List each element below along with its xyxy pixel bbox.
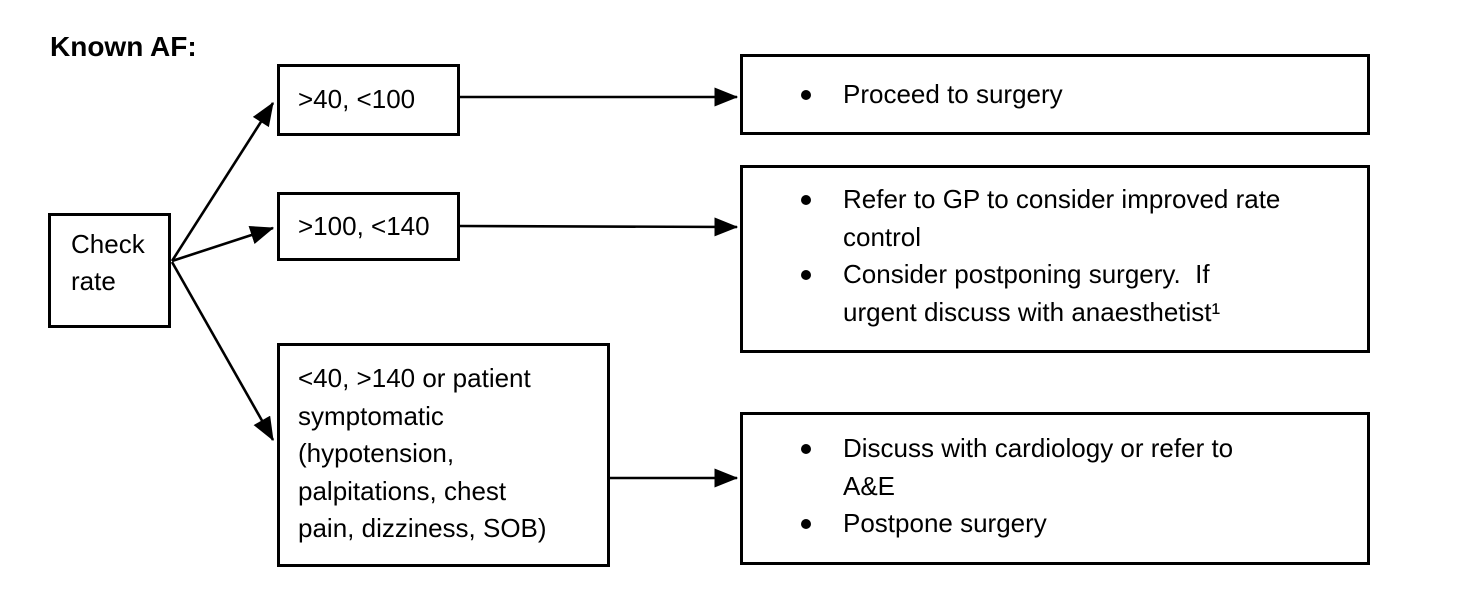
arrow-check-to-cond3-icon [170, 261, 275, 442]
list-item: Proceed to surgery [743, 76, 1367, 114]
arrow-check-to-cond2-icon [171, 225, 275, 263]
result-item-text: Consider postponing surgery. If urgent d… [843, 259, 1221, 327]
list-item: Postpone surgery [743, 505, 1367, 543]
condition-label: >100, <140 [298, 210, 430, 241]
bullet-icon [801, 519, 811, 529]
result-item-text: Refer to GP to consider improved rate co… [843, 184, 1281, 252]
bullet-icon [801, 195, 811, 205]
result-node-cardiology: Discuss with cardiology or refer to A&E … [740, 412, 1370, 565]
node-check-rate: Check rate [48, 213, 171, 328]
result-item-text: Discuss with cardiology or refer to A&E [843, 433, 1234, 501]
bullet-icon [801, 270, 811, 280]
list-item: Discuss with cardiology or refer to A&E [743, 430, 1367, 505]
arrow-check-to-cond1-icon [170, 101, 275, 262]
result-node-refer-gp: Refer to GP to consider improved rate co… [740, 165, 1370, 353]
bullet-icon [801, 444, 811, 454]
flowchart-title: Known AF: [50, 31, 197, 62]
condition-node-rate-100-140: >100, <140 [277, 192, 460, 261]
node-check-rate-label: Check rate [71, 228, 145, 297]
condition-node-rate-40-100: >40, <100 [277, 64, 460, 136]
result-item-text: Postpone surgery [843, 508, 1047, 538]
arrow-cond2-to-res2-icon [457, 217, 739, 237]
bullet-icon [801, 89, 811, 100]
condition-label: <40, >140 or patient symptomatic (hypote… [298, 363, 547, 543]
result-bullet-list: Proceed to surgery [743, 76, 1367, 114]
list-item: Consider postponing surgery. If urgent d… [743, 256, 1367, 331]
result-bullet-list: Refer to GP to consider improved rate co… [743, 181, 1367, 331]
result-node-proceed: Proceed to surgery [740, 54, 1370, 135]
list-item: Refer to GP to consider improved rate co… [743, 181, 1367, 256]
condition-node-rate-extreme-symptomatic: <40, >140 or patient symptomatic (hypote… [277, 343, 610, 567]
condition-label: >40, <100 [298, 84, 416, 115]
result-bullet-list: Discuss with cardiology or refer to A&E … [743, 430, 1367, 543]
result-item-text: Proceed to surgery [843, 78, 1063, 109]
